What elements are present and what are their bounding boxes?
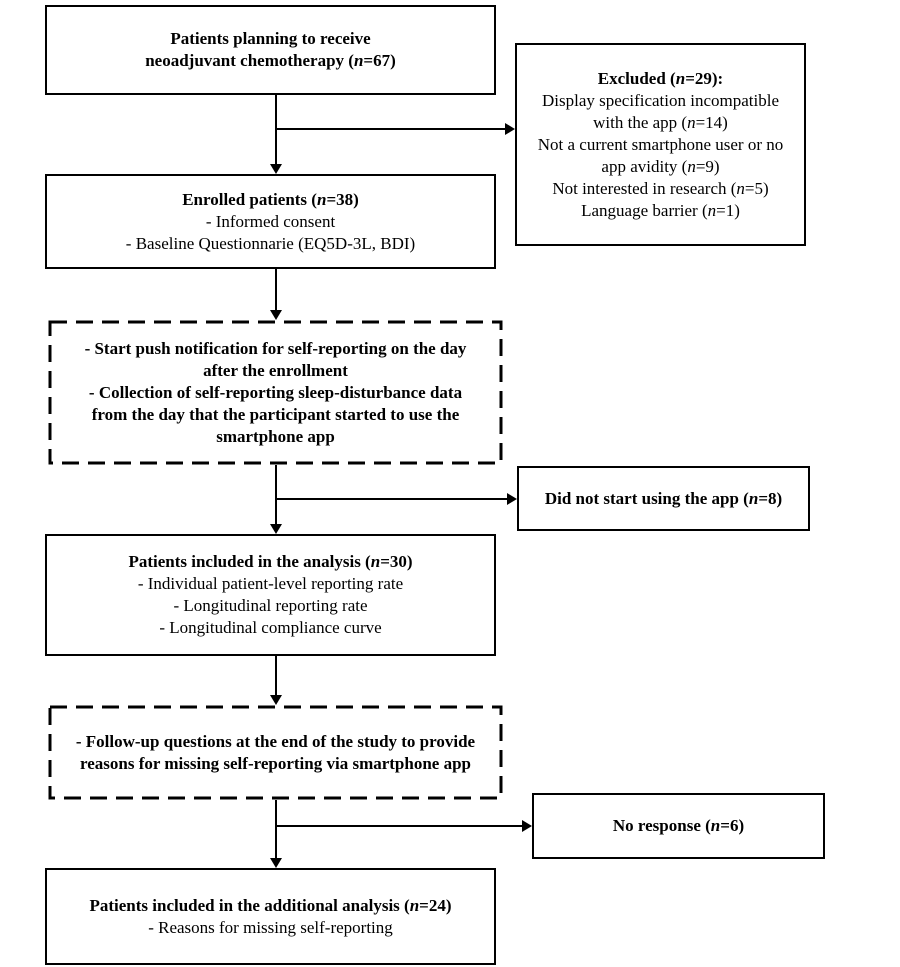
arrow-enrolled-to-protocol-line — [275, 269, 277, 312]
text-line: Patients included in the additional anal… — [89, 895, 452, 915]
arrow-protocol-to-analysis-line — [275, 465, 277, 525]
text-line: - Individual patient-level reporting rat… — [137, 574, 404, 593]
text-line: - Baseline Questionnarie (EQ5D-3L, BDI) — [125, 233, 416, 253]
text-line: - Follow-up questions at the end of the … — [75, 731, 476, 751]
arrow-right-icon — [507, 493, 517, 505]
text-line: with the app (n=14) — [593, 112, 728, 132]
arrow-planning-to-enrolled-line — [275, 95, 277, 165]
text-line: Not interested in research (n=5) — [552, 178, 769, 198]
text-line: Display specification incompatible — [542, 90, 779, 110]
text-line: No response (n=6) — [612, 816, 745, 835]
box-follow-up: - Follow-up questions at the end of the … — [48, 705, 503, 800]
box-additional-analysis: Patients included in the additional anal… — [45, 868, 496, 965]
text-line: Patients included in the analysis (n=30) — [128, 552, 413, 571]
arrow-down-icon — [270, 164, 282, 174]
dashed-border — [48, 705, 503, 800]
text-line: - Collection of self-reporting sleep-dis… — [88, 382, 463, 402]
box-no-response: No response (n=6) — [532, 793, 825, 859]
text-line: - Longitudinal reporting rate — [173, 596, 368, 615]
text-line: from the day that the participant starte… — [91, 404, 460, 424]
arrow-down-icon — [270, 858, 282, 868]
text-line: after the enrollment — [203, 360, 348, 380]
text-line: app avidity (n=9) — [601, 156, 720, 176]
text-line: reasons for missing self-reporting via s… — [79, 753, 472, 773]
text-line: Enrolled patients (n=38) — [182, 189, 359, 209]
arrow-to-no-response-line — [276, 825, 523, 827]
arrow-right-icon — [505, 123, 515, 135]
box-excluded: Excluded (n=29):Display specification in… — [515, 43, 806, 246]
text-line: - Longitudinal compliance curve — [159, 618, 382, 637]
text-line: Not a current smartphone user or no — [537, 134, 784, 154]
arrow-follow-up-to-additional-line — [275, 800, 277, 859]
text-line: - Start push notification for self-repor… — [84, 338, 467, 358]
box-self-reporting-protocol: - Start push notification for self-repor… — [48, 320, 503, 465]
text-line: - Informed consent — [205, 211, 336, 231]
box-self-reporting-protocol-text: - Start push notification for self-repor… — [48, 338, 503, 448]
arrow-right-icon — [522, 820, 532, 832]
arrow-to-excluded-line — [276, 128, 506, 130]
text-line: smartphone app — [216, 426, 335, 446]
box-enrolled: Enrolled patients (n=38)- Informed conse… — [45, 174, 496, 269]
text-line: Excluded (n=29): — [597, 68, 724, 88]
arrow-to-did-not-start-line — [276, 498, 508, 500]
text-line: Did not start using the app (n=8) — [544, 488, 783, 508]
arrow-down-icon — [270, 695, 282, 705]
box-planning: Patients planning to receive neoadjuvant … — [45, 5, 496, 95]
text-line: Patients planning to receive — [170, 29, 371, 48]
box-did-not-start: Did not start using the app (n=8) — [517, 466, 810, 531]
text-line: - Reasons for missing self-reporting — [148, 917, 393, 937]
arrow-down-icon — [270, 310, 282, 320]
box-follow-up-text: - Follow-up questions at the end of the … — [48, 731, 503, 775]
arrow-down-icon — [270, 524, 282, 534]
text-line: Language barrier (n=1) — [581, 200, 740, 220]
box-analysis: Patients included in the analysis (n=30)… — [45, 534, 496, 656]
arrow-analysis-to-follow-up-line — [275, 656, 277, 696]
text-line: neoadjuvant chemotherapy (n=67) — [145, 51, 396, 70]
dashed-border — [48, 320, 503, 465]
